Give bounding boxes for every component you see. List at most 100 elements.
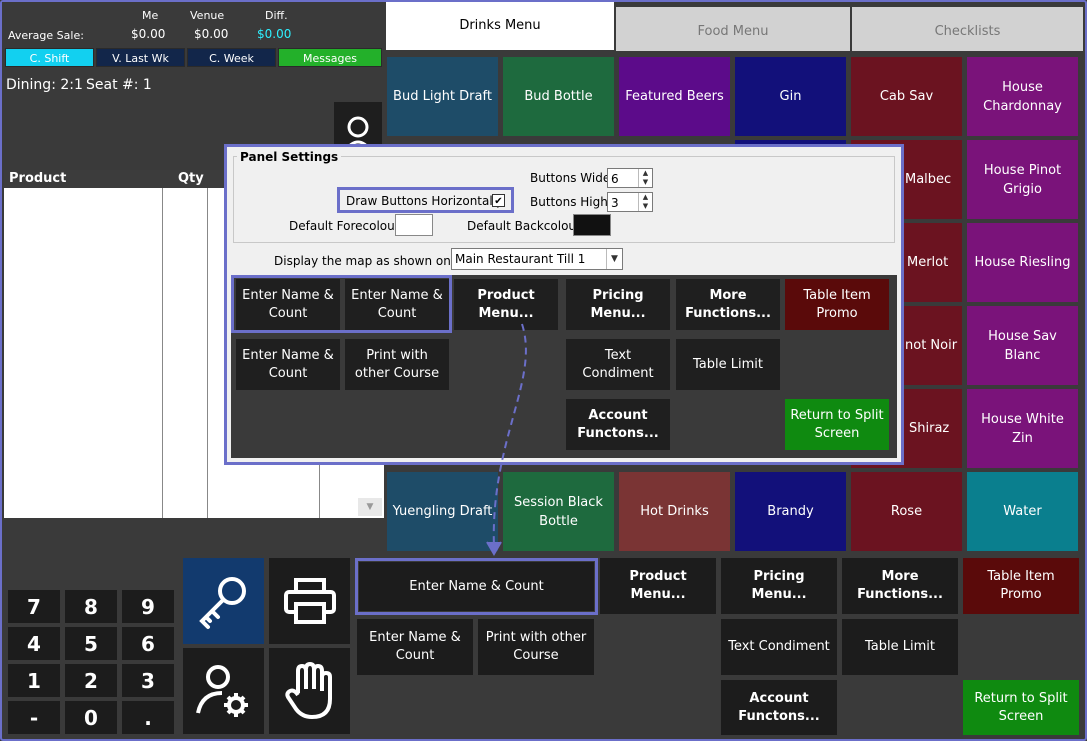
menu-button-house-chardonnay[interactable]: House Chardonnay xyxy=(967,57,1078,136)
default-backcolour-label: Default Backcolour xyxy=(467,219,581,233)
account-functons-button[interactable]: Account Functons... xyxy=(721,680,837,735)
menu-button-water[interactable]: Water xyxy=(967,472,1078,551)
tab-food-menu[interactable]: Food Menu xyxy=(616,7,850,51)
print-other-course-button[interactable]: Print with other Course xyxy=(478,619,594,675)
preview-panel: Enter Name & Count Enter Name & Count Pr… xyxy=(231,275,897,458)
preview-print-other-course-button[interactable]: Print with other Course xyxy=(345,339,449,390)
menu-button-session-black-bottle[interactable]: Session Black Bottle xyxy=(503,472,614,551)
buttons-high-spinner[interactable]: 3 ▲▼ xyxy=(607,192,653,212)
menu-button-gin[interactable]: Gin xyxy=(735,57,846,136)
user-gear-icon xyxy=(195,665,248,717)
chevron-up-icon: ▲ xyxy=(642,169,649,177)
backcolour-swatch[interactable] xyxy=(573,214,611,236)
enter-name-count-wide-button[interactable]: Enter Name & Count xyxy=(359,562,594,611)
chevron-down-icon: ▼ xyxy=(606,249,622,269)
chevron-up-icon: ▲ xyxy=(642,193,649,201)
v-last-wk-button[interactable]: V. Last Wk xyxy=(96,48,185,67)
preview-return-split-button[interactable]: Return to Split Screen xyxy=(785,399,889,450)
forecolour-swatch[interactable] xyxy=(395,214,433,236)
preview-enter-name-count-button[interactable]: Enter Name & Count xyxy=(345,279,449,330)
buttons-wide-spinner[interactable]: 6 ▲▼ xyxy=(607,168,653,188)
preview-enter-name-count-button[interactable]: Enter Name & Count xyxy=(236,279,340,330)
return-split-screen-button[interactable]: Return to Split Screen xyxy=(963,680,1079,735)
enter-name-count-button[interactable]: Enter Name & Count xyxy=(357,619,473,675)
menu-button-brandy[interactable]: Brandy xyxy=(735,472,846,551)
login-key-button[interactable] xyxy=(183,558,264,644)
preview-enter-name-count-button[interactable]: Enter Name & Count xyxy=(236,339,340,390)
average-sale-label: Average Sale: xyxy=(8,29,84,42)
spinner-arrows[interactable]: ▲▼ xyxy=(638,169,652,187)
c-shift-button[interactable]: C. Shift xyxy=(5,48,94,67)
c-week-button[interactable]: C. Week xyxy=(187,48,276,67)
draw-horizontal-label: Draw Buttons Horizontally: xyxy=(346,194,507,208)
preview-highlight xyxy=(231,275,452,333)
pricing-menu-button[interactable]: Pricing Menu... xyxy=(721,558,837,614)
venue-value: $0.00 xyxy=(194,27,229,41)
diff-value: $0.00 xyxy=(257,27,292,41)
menu-button-rose[interactable]: Rose xyxy=(851,472,962,551)
menu-button-house-riesling[interactable]: House Riesling xyxy=(967,223,1078,302)
text-condiment-button[interactable]: Text Condiment xyxy=(721,619,837,675)
keypad-key-2[interactable]: 2 xyxy=(65,664,117,697)
spinner-arrows[interactable]: ▲▼ xyxy=(638,193,652,211)
keypad-key-8[interactable]: 8 xyxy=(65,590,117,623)
preview-table-limit-button[interactable]: Table Limit xyxy=(676,339,780,390)
menu-button-bud-bottle[interactable]: Bud Bottle xyxy=(503,57,614,136)
buttons-high-value: 3 xyxy=(611,196,619,210)
map-label: Display the map as shown on till: xyxy=(274,254,474,268)
preview-text-condiment-button[interactable]: Text Condiment xyxy=(566,339,670,390)
menu-button-yuengling-draft[interactable]: Yuengling Draft xyxy=(387,472,498,551)
preview-table-item-promo-button[interactable]: Table Item Promo xyxy=(785,279,889,330)
menu-button-featured-beers[interactable]: Featured Beers xyxy=(619,57,730,136)
keypad-key-3[interactable]: 3 xyxy=(122,664,174,697)
table-limit-button[interactable]: Table Limit xyxy=(842,619,958,675)
keypad-key-1[interactable]: 1 xyxy=(8,664,60,697)
menu-button-hot-drinks[interactable]: Hot Drinks xyxy=(619,472,730,551)
default-forecolour-label: Default Forecolour xyxy=(289,219,400,233)
map-select[interactable]: Main Restaurant Till 1 ▼ xyxy=(451,248,623,270)
buttons-high-label: Buttons High: xyxy=(530,195,612,209)
preview-product-menu-button[interactable]: Product Menu... xyxy=(454,279,558,330)
seat-info: Seat #: 1 xyxy=(86,77,152,93)
keypad-key-minus[interactable]: - xyxy=(8,701,60,734)
venue-label: Venue xyxy=(190,9,225,22)
menu-button-cab-sav[interactable]: Cab Sav xyxy=(851,57,962,136)
tab-checklists[interactable]: Checklists xyxy=(852,7,1083,51)
keypad-key-6[interactable]: 6 xyxy=(122,627,174,660)
draw-horizontal-checkbox[interactable]: ✔ xyxy=(492,194,505,207)
keypad-key-4[interactable]: 4 xyxy=(8,627,60,660)
map-select-value: Main Restaurant Till 1 xyxy=(455,252,586,266)
table-item-promo-button[interactable]: Table Item Promo xyxy=(963,558,1079,614)
panel-settings-title: Panel Settings xyxy=(237,150,342,164)
more-functions-button[interactable]: More Functions... xyxy=(842,558,958,614)
check-icon: ✔ xyxy=(494,196,503,207)
keypad-key-5[interactable]: 5 xyxy=(65,627,117,660)
keypad-key-0[interactable]: 0 xyxy=(65,701,117,734)
preview-more-functions-button[interactable]: More Functions... xyxy=(676,279,780,330)
qty-column-header: Qty xyxy=(178,171,204,186)
preview-account-functons-button[interactable]: Account Functons... xyxy=(566,399,670,450)
messages-button[interactable]: Messages xyxy=(278,48,382,67)
menu-button-house-sav-blanc[interactable]: House Sav Blanc xyxy=(967,306,1078,385)
print-button[interactable] xyxy=(269,558,350,644)
menu-button-bud-light-draft[interactable]: Bud Light Draft xyxy=(387,57,498,136)
menu-button-house-pinot-grigio[interactable]: House Pinot Grigio xyxy=(967,140,1078,219)
keypad-key-7[interactable]: 7 xyxy=(8,590,60,623)
enter-name-count-highlight xyxy=(355,558,598,615)
panel-settings-dialog: Panel Settings Buttons Wide: 6 ▲▼ Draw B… xyxy=(224,144,904,465)
user-settings-button[interactable] xyxy=(183,648,264,734)
keypad-key-dot[interactable]: . xyxy=(122,701,174,734)
buttons-wide-value: 6 xyxy=(611,172,619,186)
chevron-down-icon: ▼ xyxy=(642,202,649,210)
hold-button[interactable] xyxy=(269,648,350,734)
panel-settings-group xyxy=(233,156,895,243)
chevron-down-icon: ▼ xyxy=(642,178,649,186)
tab-drinks-menu[interactable]: Drinks Menu xyxy=(386,2,614,50)
customer-button[interactable] xyxy=(334,102,382,153)
keypad-key-9[interactable]: 9 xyxy=(122,590,174,623)
preview-pricing-menu-button[interactable]: Pricing Menu... xyxy=(566,279,670,330)
menu-button-house-white-zin[interactable]: House White Zin xyxy=(967,389,1078,468)
product-menu-button[interactable]: Product Menu... xyxy=(600,558,716,614)
dining-info: Dining: 2:1 xyxy=(6,77,83,93)
grid-scrollbar[interactable]: ▼ xyxy=(358,498,382,516)
